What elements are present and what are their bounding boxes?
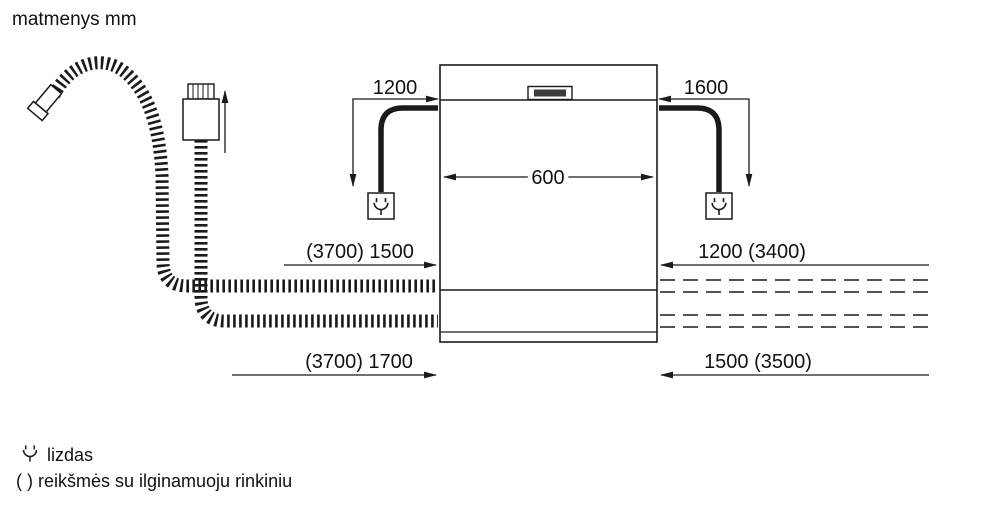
legend-note: ( ) reikšmės su ilginamuoju rinkiniu [16, 471, 292, 491]
dim-label-hose-upper-left: (3700) 1500 [306, 241, 414, 263]
dim-label-hose-upper-right: 1200 (3400) [698, 241, 806, 263]
dim-label-width: 600 [531, 167, 564, 189]
valve-thread-connector [187, 83, 215, 100]
page-title: matmenys mm [12, 9, 137, 30]
water-valve [182, 83, 220, 141]
control-panel-display [527, 85, 573, 101]
dim-label-cable-right: 1600 [684, 77, 729, 99]
legend-socket-icon [22, 444, 38, 463]
control-panel-display-window [534, 89, 566, 97]
dimension-lines [221, 89, 929, 379]
power-cable-right [659, 105, 722, 192]
dim-line-cable-right [657, 95, 753, 188]
socket-left [367, 192, 395, 220]
socket-right [705, 192, 733, 220]
power-cable-left [378, 105, 438, 192]
dim-label-hose-lower-left: (3700) 1700 [305, 351, 413, 373]
hoses [48, 56, 438, 328]
dim-label-cable-left: 1200 [373, 77, 418, 99]
drain-hose [48, 56, 438, 293]
extension-hose-dashed-lines [660, 279, 928, 328]
dishwasher [439, 64, 658, 343]
drain-hose-connector [26, 83, 63, 122]
inlet-hose [194, 140, 438, 328]
dim-line-cable-left [349, 95, 440, 188]
legend-socket-label: lizdas [47, 445, 93, 465]
valve-body [182, 98, 220, 141]
dishwasher-body [439, 64, 658, 343]
legend: lizdas ( ) reikšmės su ilginamuoju rinki… [16, 444, 292, 491]
dim-label-hose-lower-right: 1500 (3500) [704, 351, 812, 373]
